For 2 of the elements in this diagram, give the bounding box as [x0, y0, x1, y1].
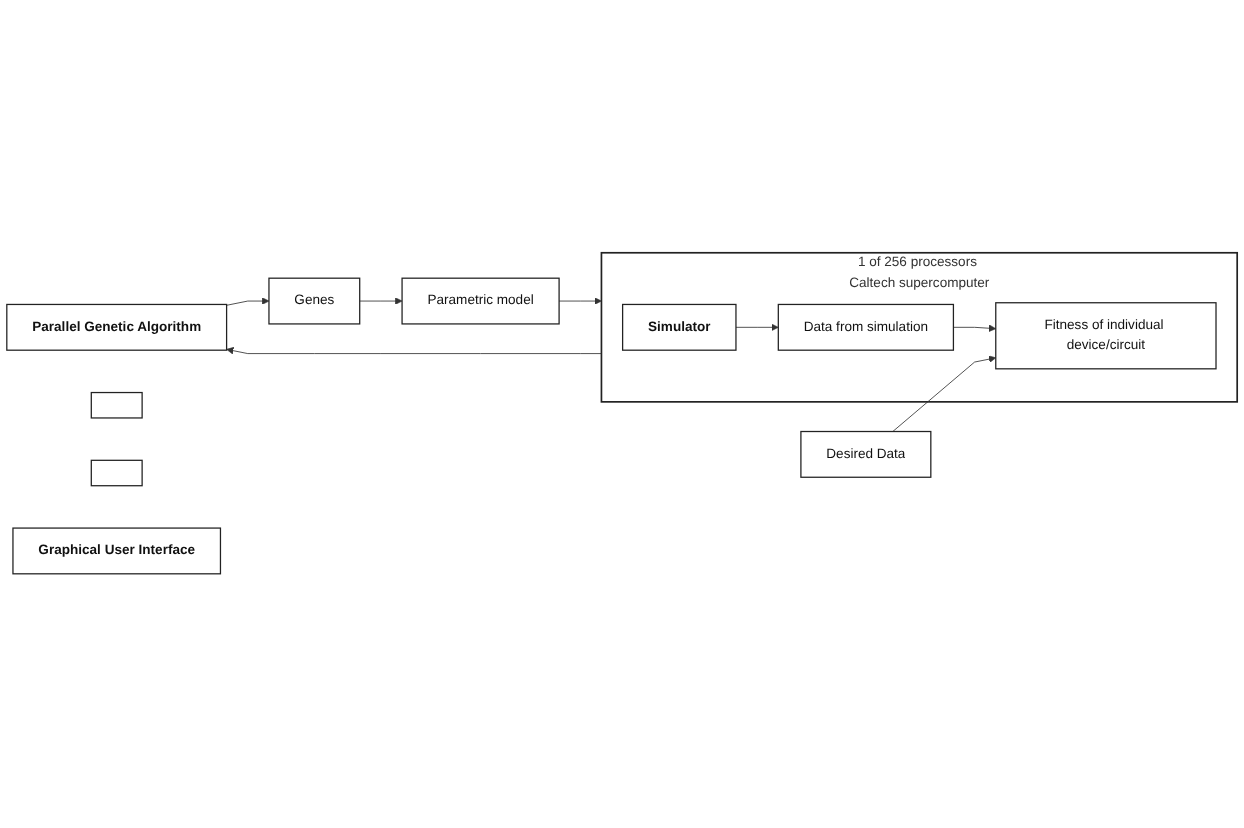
node-box: [90, 392, 143, 420]
node-box: [90, 460, 143, 488]
